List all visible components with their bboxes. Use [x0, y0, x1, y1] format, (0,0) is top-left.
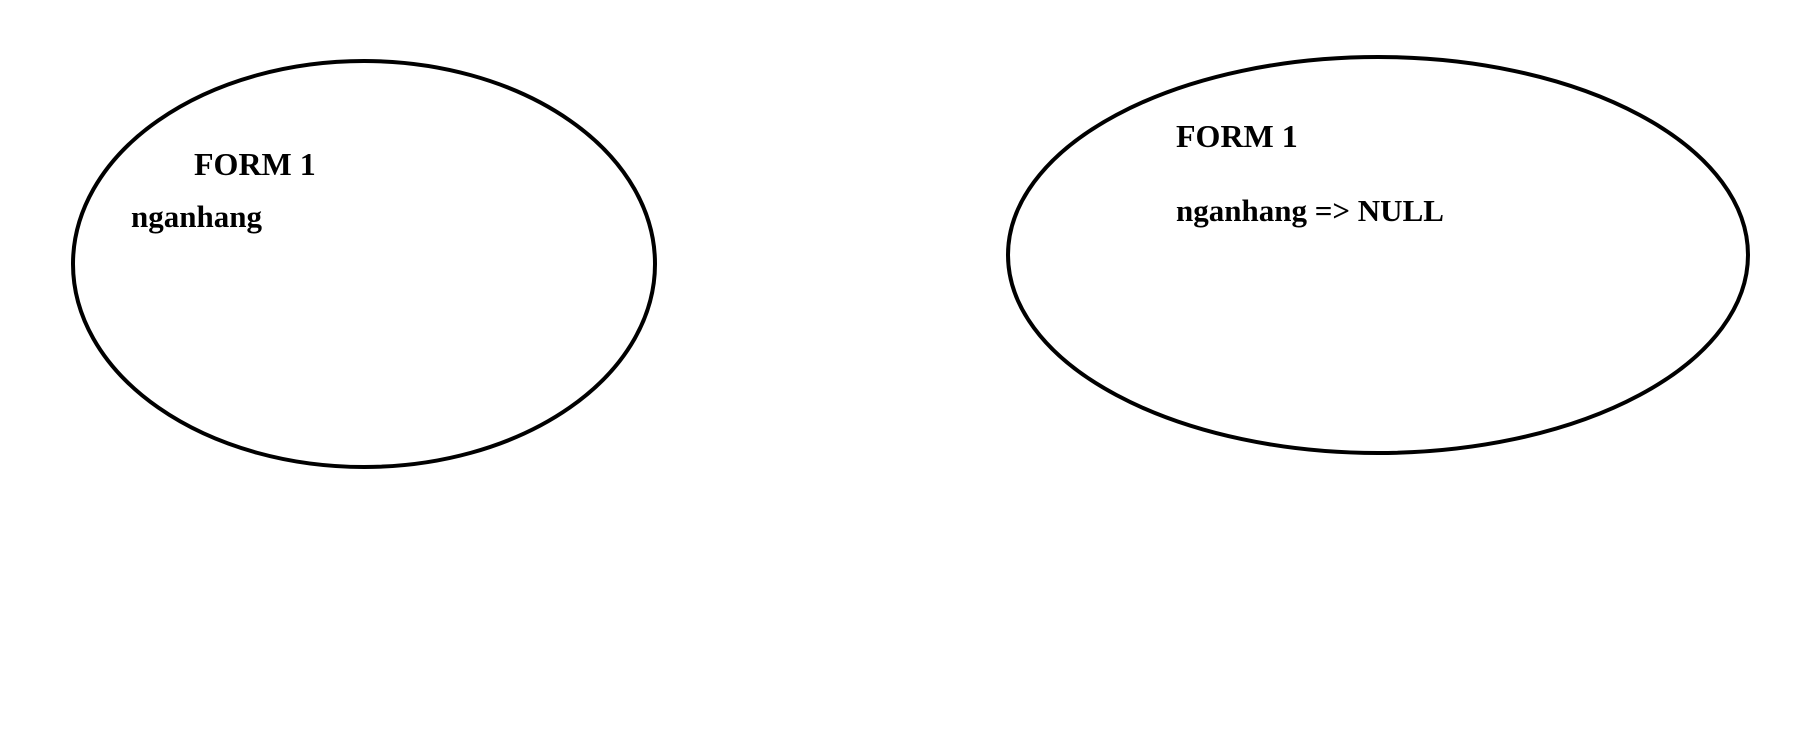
left-form-ellipse	[71, 59, 657, 469]
right-form-node: FORM 1 nganhang => NULL	[1006, 55, 1750, 455]
left-form-title: FORM 1	[194, 146, 316, 182]
left-form-variable: nganhang	[131, 199, 262, 234]
right-form-title: FORM 1	[1176, 118, 1298, 154]
right-form-ellipse	[1006, 55, 1750, 455]
right-form-variable: nganhang => NULL	[1176, 193, 1444, 228]
left-form-node: FORM 1 nganhang	[71, 59, 657, 469]
